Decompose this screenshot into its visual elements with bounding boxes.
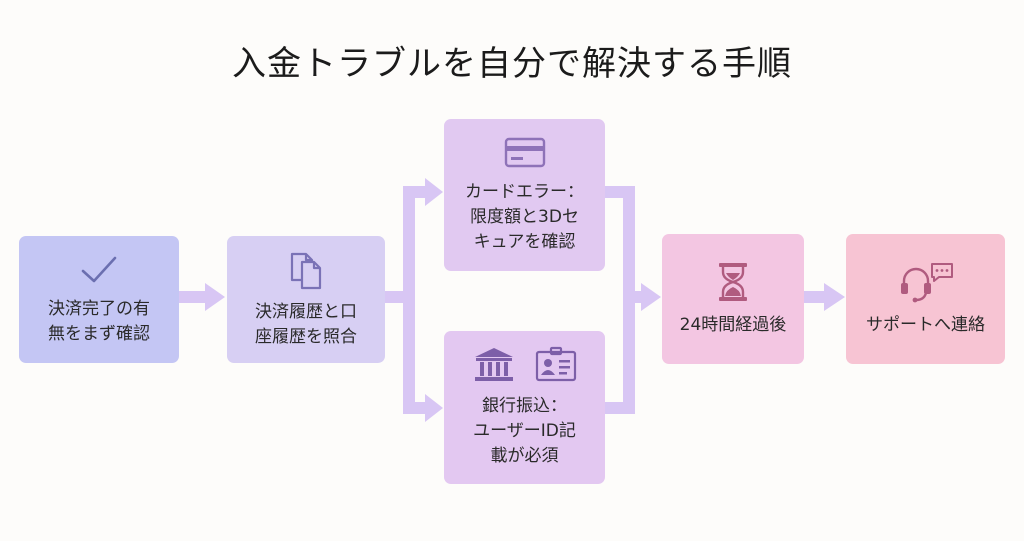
step-wait-24h: 24時間経過後 <box>662 234 804 364</box>
arrow-1-head <box>205 283 225 311</box>
arrow-merge-shaft <box>623 291 645 303</box>
headset-chat-icon <box>900 262 953 302</box>
step-wait-24h-label: 24時間経過後 <box>679 314 787 335</box>
arrow-up-shaft <box>403 186 429 198</box>
arrow-merge-head <box>641 283 661 311</box>
step-confirm-payment: 決済完了の有 無をまず確認 <box>19 236 179 363</box>
id-card-icon <box>535 346 576 382</box>
step-bank-transfer-label: 銀行振込： ユーザーID記 載が必須 <box>473 396 576 466</box>
step-card-error: カードエラー： 限度額と3Dセ キュアを確認 <box>444 119 605 271</box>
bank-icon <box>474 348 513 381</box>
step-contact-support-label: サポートへ連絡 <box>866 314 985 335</box>
hourglass-icon <box>719 262 747 301</box>
documents-icon <box>290 252 322 289</box>
page-title: 入金トラブルを自分で解決する手順 <box>232 44 792 84</box>
branch-vertical <box>403 186 415 414</box>
step-contact-support: サポートへ連絡 <box>846 234 1005 364</box>
arrow-down-head <box>425 394 443 422</box>
step-match-history-label: 決済履歴と口 座履歴を照合 <box>255 301 357 347</box>
credit-card-icon <box>504 137 545 167</box>
step-confirm-payment-label: 決済完了の有 無をまず確認 <box>48 298 150 344</box>
arrow-1-shaft <box>179 291 209 303</box>
check-icon <box>81 256 117 282</box>
step-bank-transfer: 銀行振込： ユーザーID記 載が必須 <box>444 331 605 484</box>
arrow-last-head <box>824 283 845 311</box>
arrow-down-shaft <box>403 402 429 414</box>
step-match-history: 決済履歴と口 座履歴を照合 <box>227 236 385 363</box>
arrow-up-head <box>425 178 443 206</box>
step-card-error-label: カードエラー： 限度額と3Dセ キュアを確認 <box>465 181 584 252</box>
arrow-last-shaft <box>804 291 828 303</box>
